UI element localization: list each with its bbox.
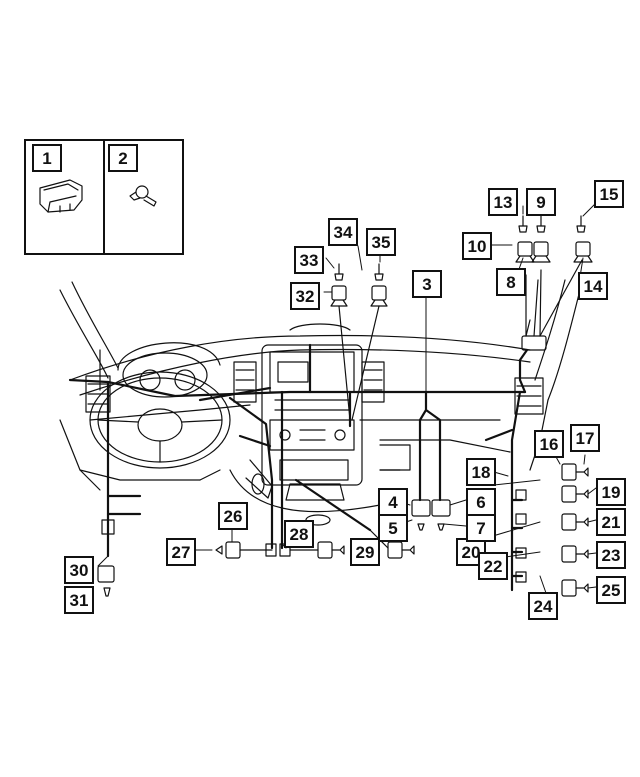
callout-5: 5 xyxy=(378,514,408,542)
callout-22: 22 xyxy=(478,552,508,580)
callout-14: 14 xyxy=(578,272,608,300)
callout-33: 33 xyxy=(294,246,324,274)
callout-19: 19 xyxy=(596,478,626,506)
inset-divider xyxy=(103,139,105,255)
callout-26: 26 xyxy=(218,502,248,530)
callout-3: 3 xyxy=(412,270,442,298)
callout-18: 18 xyxy=(466,458,496,486)
callout-1: 1 xyxy=(32,144,62,172)
callout-10: 10 xyxy=(462,232,492,260)
leader-lines xyxy=(97,203,597,594)
callout-16: 16 xyxy=(534,430,564,458)
connectors-drawing xyxy=(97,215,593,597)
callout-23: 23 xyxy=(596,541,626,569)
callout-28: 28 xyxy=(284,520,314,548)
callout-25: 25 xyxy=(596,576,626,604)
callout-30: 30 xyxy=(64,556,94,584)
body-outline-drawing xyxy=(59,279,581,491)
callout-4: 4 xyxy=(378,488,408,516)
callout-6: 6 xyxy=(466,488,496,516)
callout-17: 17 xyxy=(570,424,600,452)
callout-21: 21 xyxy=(596,508,626,536)
clip-part-1-drawing xyxy=(39,179,83,213)
callout-34: 34 xyxy=(328,218,358,246)
callout-2: 2 xyxy=(108,144,138,172)
push-pin-part-2-drawing xyxy=(129,185,157,207)
callout-9: 9 xyxy=(526,188,556,216)
callout-13: 13 xyxy=(488,188,518,216)
callout-24: 24 xyxy=(528,592,558,620)
callout-29: 29 xyxy=(350,538,380,566)
callout-8: 8 xyxy=(496,268,526,296)
callout-35: 35 xyxy=(366,228,396,256)
steering-wheel-drawing xyxy=(89,342,273,499)
callout-7: 7 xyxy=(466,514,496,542)
callout-31: 31 xyxy=(64,586,94,614)
dashboard-drawing xyxy=(69,323,544,526)
callout-15: 15 xyxy=(594,180,624,208)
callout-27: 27 xyxy=(166,538,196,566)
callout-32: 32 xyxy=(290,282,320,310)
